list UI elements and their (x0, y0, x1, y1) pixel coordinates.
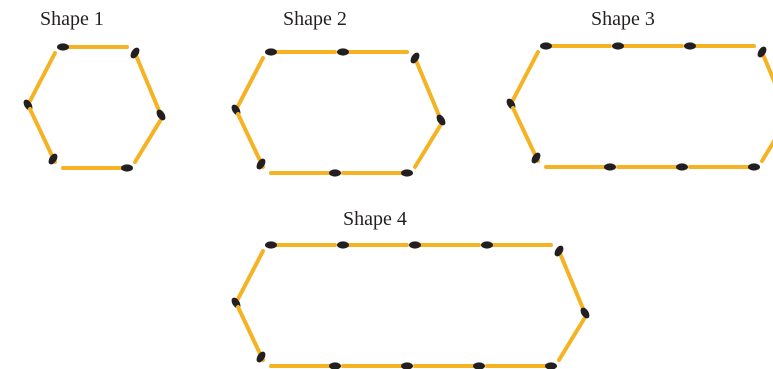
shape-3-matchstick (513, 52, 538, 100)
shape-4-matchstick (559, 319, 584, 360)
shape-2-matchstick-head (265, 48, 277, 55)
shape-3-matchstick-head (604, 163, 616, 170)
shape-4-matchstick-head (329, 362, 341, 369)
shape-3-matchstick-head (612, 42, 624, 49)
shape-2-matchstick (238, 114, 263, 167)
shape-4-matchstick-head (401, 362, 413, 369)
shape-3-matchstick (762, 52, 773, 112)
shape-1-matchstick (135, 121, 160, 162)
shape-4-matchstick-head (265, 241, 277, 248)
shape-1-matchstick (30, 109, 55, 162)
shape-4-matchstick-head (473, 362, 485, 369)
shape-2-matchstick-head (329, 169, 341, 176)
shape-3-matchstick (513, 108, 538, 161)
shape-1-matchstick (135, 53, 160, 113)
shape-2-matchstick (238, 58, 263, 106)
shape-1-matchstick (30, 53, 55, 101)
shape-2-matchstick (415, 126, 440, 167)
shape-4-matchstick-head (409, 241, 421, 248)
shape-3-matchstick-head (684, 42, 696, 49)
shape-2-matchstick-head (401, 169, 413, 176)
shape-3-matchstick-head (676, 163, 688, 170)
shape-4-matchstick (238, 251, 263, 299)
shape-4-matchstick (238, 307, 263, 360)
shape-4-matchstick-head (337, 241, 349, 248)
shape-4-matchstick (559, 251, 584, 311)
shape-4-matchstick-head (545, 362, 557, 369)
shape-1-matchstick-head (57, 43, 69, 50)
shape-2-matchstick-head (337, 48, 349, 55)
shape-2-matchstick (415, 58, 440, 118)
shape-3-matchstick-head (540, 42, 552, 49)
shape-3-matchstick (762, 120, 773, 161)
shape-4-matchstick-head (481, 241, 493, 248)
shape-3-matchstick-head (748, 163, 760, 170)
shape-1-matchstick-head (121, 164, 133, 171)
